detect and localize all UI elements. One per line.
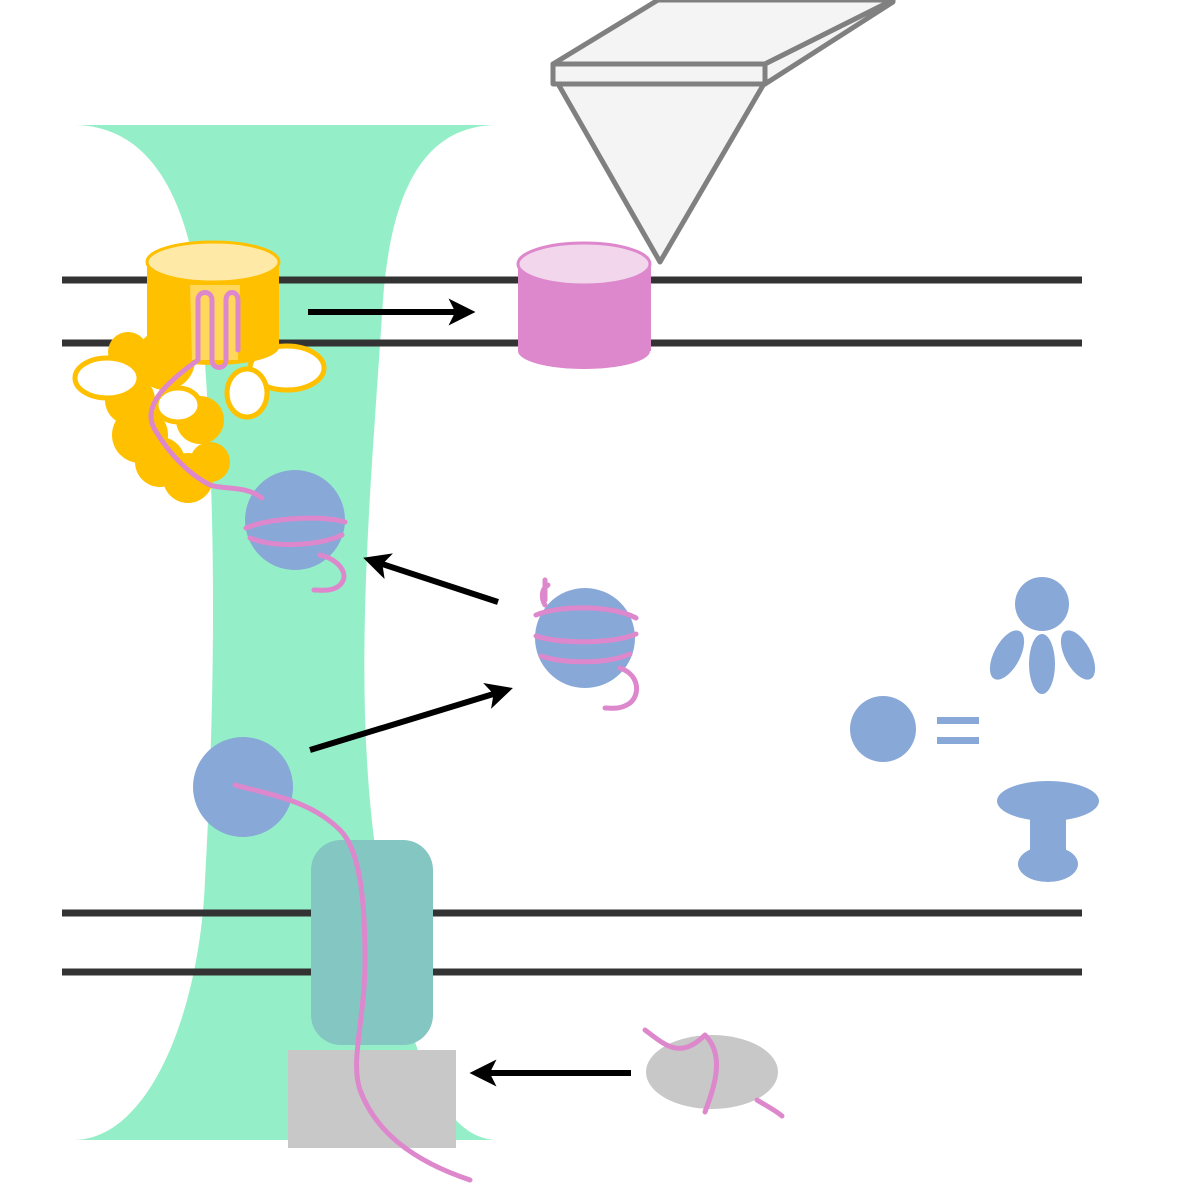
folded-chaperone-bound-protein (243, 470, 348, 593)
arrow-folding (309, 683, 513, 753)
chaperone-legend-symbol (850, 696, 916, 762)
peptide-chain-lower (232, 782, 473, 1183)
hourglass-channel (73, 125, 498, 1140)
lower-membrane (62, 909, 1082, 976)
peptide-chain-upper (148, 290, 265, 501)
arrow-release (363, 553, 499, 605)
afm-cantilever-tip (550, 0, 896, 265)
equals-sign (937, 717, 979, 744)
gray-substrate-protein (642, 1027, 785, 1119)
chaperone-alternative-shape-2 (997, 781, 1099, 882)
motor-transporter (311, 840, 433, 1045)
gray-complex (288, 1050, 456, 1148)
inserted-protein (516, 241, 652, 369)
free-chaperone-protein (533, 577, 640, 711)
chaperone-alternative-shape-1 (989, 577, 1096, 694)
